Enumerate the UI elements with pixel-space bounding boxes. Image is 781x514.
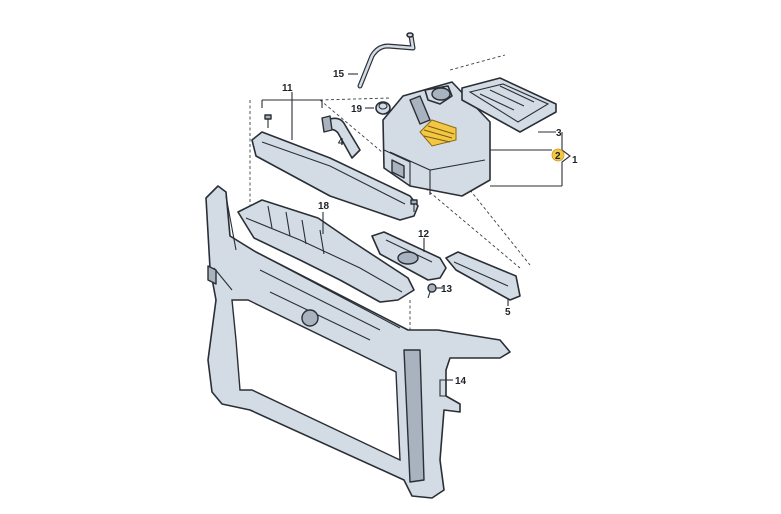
callout-15: 15 [333, 69, 345, 80]
callout-13: 13 [441, 284, 453, 295]
part-4-hose [321, 115, 361, 159]
part-11-bolt-right [410, 199, 418, 212]
part-2-filter-element-highlight [419, 119, 457, 147]
callout-1: 1 [572, 155, 578, 166]
callout-2: 2 [555, 151, 561, 162]
part-3-filter-lid [461, 77, 557, 133]
part-5-side-duct [445, 251, 521, 306]
callout-2-badge [551, 148, 565, 162]
part-15-pipe [357, 32, 416, 89]
callout-14: 14 [455, 376, 467, 387]
callout-5: 5 [505, 307, 511, 318]
part-18-air-duct [237, 199, 415, 303]
part-11-leader [261, 92, 323, 140]
callout-18: 18 [318, 201, 330, 212]
callout-11: 11 [282, 83, 293, 94]
callout-19: 19 [351, 104, 363, 115]
part-13-screw [427, 283, 443, 299]
part-19-grommet [375, 101, 391, 115]
part-11-bolt-left [264, 114, 272, 128]
callout-labels: 1 2 3 4 5 11 12 13 14 15 18 19 [282, 69, 578, 387]
callout-12: 12 [418, 229, 430, 240]
callout-3: 3 [556, 128, 562, 139]
part-11-cover-panel [251, 131, 419, 221]
part-14-front-carrier [205, 185, 511, 499]
parts-1-2-3-leader [490, 131, 571, 187]
callout-4: 4 [338, 137, 344, 148]
part-12-actuator [371, 231, 447, 281]
